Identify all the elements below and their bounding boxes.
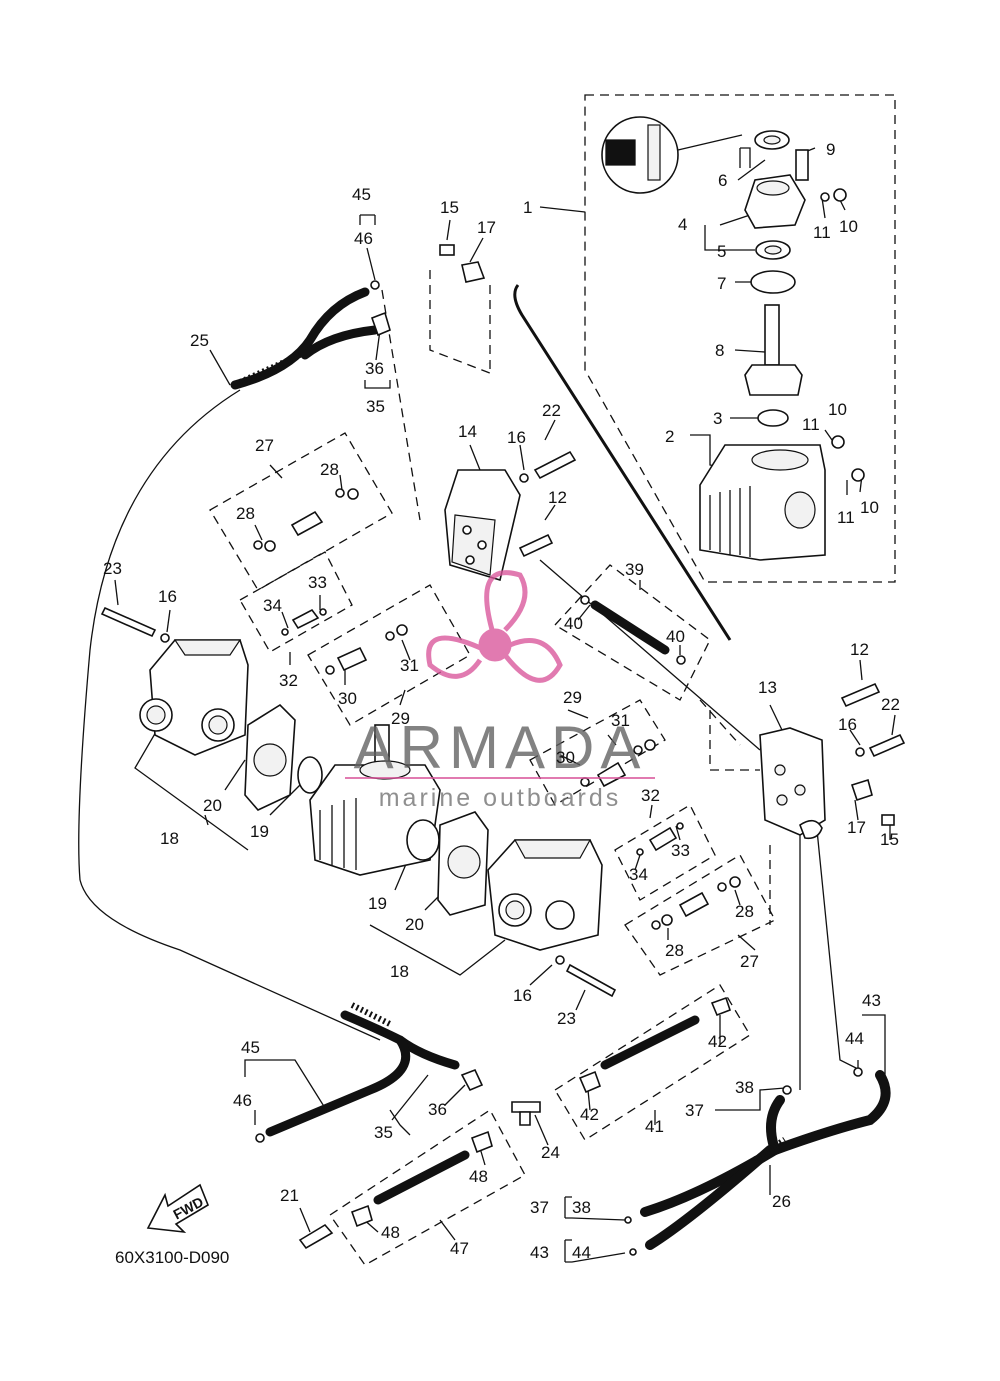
callout-33b: 33 [671,841,690,860]
callout-27a: 27 [255,436,274,455]
callout-17a: 17 [477,218,496,237]
watermark-brand: ARMADA [354,714,647,781]
callout-31b: 31 [611,711,630,730]
part-illustrations [100,116,906,1256]
callout-28a: 28 [320,460,339,479]
callout-38b: 38 [572,1198,591,1217]
callout-11c: 11 [837,508,855,527]
callout-23a: 23 [103,559,122,578]
callout-36a: 36 [365,359,384,378]
callout-25: 25 [190,331,209,350]
callout-2: 2 [665,427,674,446]
callout-28d: 28 [665,941,684,960]
callout-24: 24 [541,1143,560,1162]
callout-14: 14 [458,422,477,441]
callout-11a: 11 [813,223,831,242]
callout-22a: 22 [542,401,561,420]
callout-17b: 17 [847,818,866,837]
callout-35a: 35 [366,397,385,416]
callout-13: 13 [758,678,777,697]
callout-20b: 20 [405,915,424,934]
callout-10a: 10 [839,217,858,236]
armada-watermark: ARMADA marine outboards [345,570,655,812]
callout-18b: 18 [390,962,409,981]
diagram-code: 60X3100-D090 [115,1248,229,1267]
callout-4: 4 [678,215,687,234]
callout-46a: 46 [354,229,373,248]
callout-43a: 43 [862,991,881,1010]
callout-31a: 31 [400,656,419,675]
propeller-logo-icon [426,570,563,683]
callout-34b: 34 [629,865,648,884]
callout-19a: 19 [250,822,269,841]
callout-9: 9 [826,140,835,159]
callout-28b: 28 [236,504,255,523]
callout-21: 21 [280,1186,299,1205]
callout-48a: 48 [469,1167,488,1186]
callout-22b: 22 [881,695,900,714]
callout-29a: 29 [391,709,410,728]
callout-7: 7 [717,274,726,293]
callout-12b: 12 [850,640,869,659]
callout-36b: 36 [428,1100,447,1119]
callout-42b: 42 [580,1105,599,1124]
callout-38a: 38 [735,1078,754,1097]
callout-29b: 29 [563,688,582,707]
callout-47: 47 [450,1239,469,1258]
callout-6: 6 [718,171,727,190]
callout-35b: 35 [374,1123,393,1142]
callout-46b: 46 [233,1091,252,1110]
callout-40b: 40 [666,627,685,646]
callout-48b: 48 [381,1223,400,1242]
callout-41: 41 [645,1117,664,1136]
callout-32b: 32 [641,786,660,805]
callout-40a: 40 [564,614,583,633]
callout-39: 39 [625,560,644,579]
callout-12a: 12 [548,488,567,507]
callout-44a: 44 [845,1029,864,1048]
callout-10c: 10 [860,498,879,517]
fwd-arrow-icon: FWD [146,1183,209,1234]
leader-lines [78,147,896,1263]
callout-16d: 16 [513,986,532,1005]
callout-33a: 33 [308,573,327,592]
callout-34a: 34 [263,596,282,615]
callout-16a: 16 [507,428,526,447]
watermark-tagline: marine outboards [379,784,622,812]
callout-8: 8 [715,341,724,360]
callout-3: 3 [713,409,722,428]
callout-10b: 10 [828,400,847,419]
callout-18a: 18 [160,829,179,848]
callout-5: 5 [717,242,726,261]
callout-37b: 37 [530,1198,549,1217]
callout-30b: 30 [556,748,575,767]
callout-45a: 45 [352,185,371,204]
callout-15a: 15 [440,198,459,217]
callout-32a: 32 [279,671,298,690]
callout-16b: 16 [158,587,177,606]
callout-16c: 16 [838,715,857,734]
callout-20a: 20 [203,796,222,815]
callout-19b: 19 [368,894,387,913]
callout-42a: 42 [708,1032,727,1051]
callout-27b: 27 [740,952,759,971]
callout-44b: 44 [572,1243,591,1262]
section-divider [513,284,732,641]
callout-43b: 43 [530,1243,549,1262]
callout-30a: 30 [338,689,357,708]
callout-45b: 45 [241,1038,260,1057]
callout-37a: 37 [685,1101,704,1120]
callout-23b: 23 [557,1009,576,1028]
callout-26: 26 [772,1192,791,1211]
callout-28c: 28 [735,902,754,921]
callout-11b: 11 [802,415,820,434]
callout-labels: 1 2 3 4 5 6 7 8 9 10 10 10 11 11 11 12 1… [103,140,900,1262]
callout-1: 1 [523,198,532,217]
callout-15b: 15 [880,830,899,849]
